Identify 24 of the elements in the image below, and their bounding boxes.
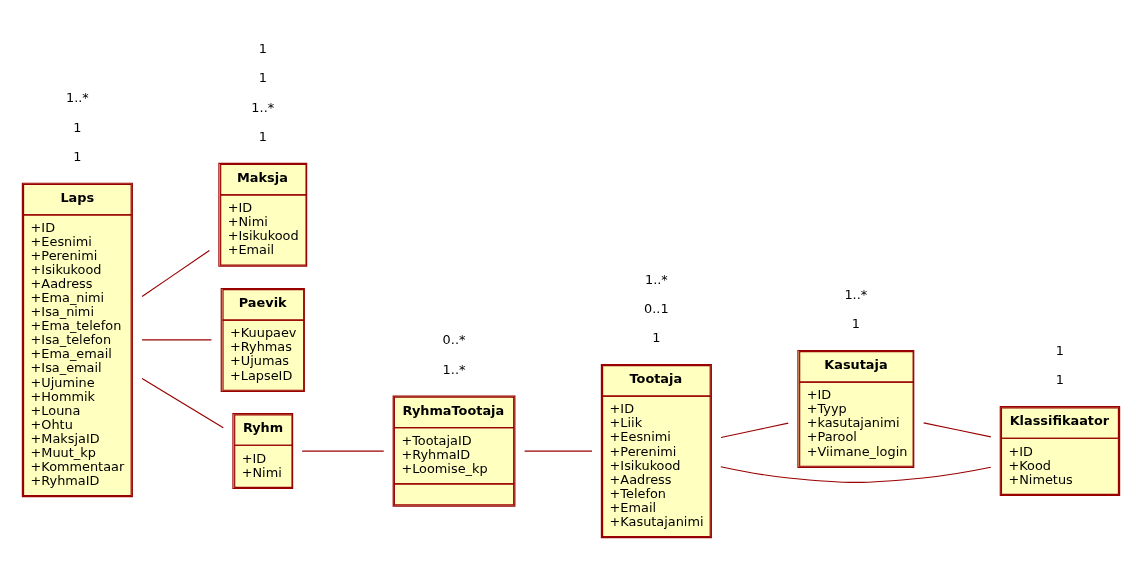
- label: 1: [258, 41, 267, 57]
- label: 1: [258, 128, 267, 144]
- connector: [720, 422, 789, 439]
- label: 1..*: [251, 99, 275, 115]
- label: 1: [1055, 342, 1065, 358]
- label: 1: [73, 148, 82, 164]
- label: 1: [1055, 372, 1065, 388]
- connector: [720, 466, 992, 484]
- label: 1..*: [442, 361, 466, 377]
- connector: [923, 422, 992, 438]
- label: 0..1: [644, 300, 669, 316]
- label: 0..*: [442, 332, 466, 348]
- connector: [524, 450, 593, 452]
- label: 1..*: [644, 271, 668, 287]
- label: 1: [652, 330, 661, 346]
- label: 1: [73, 119, 82, 135]
- label: 1..*: [844, 286, 868, 302]
- connector: [141, 249, 210, 298]
- connector: [141, 377, 224, 429]
- label: 1: [851, 316, 860, 332]
- label: 1: [258, 70, 267, 86]
- connector: [301, 450, 385, 452]
- label: 1..*: [65, 90, 89, 106]
- connector: [141, 339, 213, 341]
